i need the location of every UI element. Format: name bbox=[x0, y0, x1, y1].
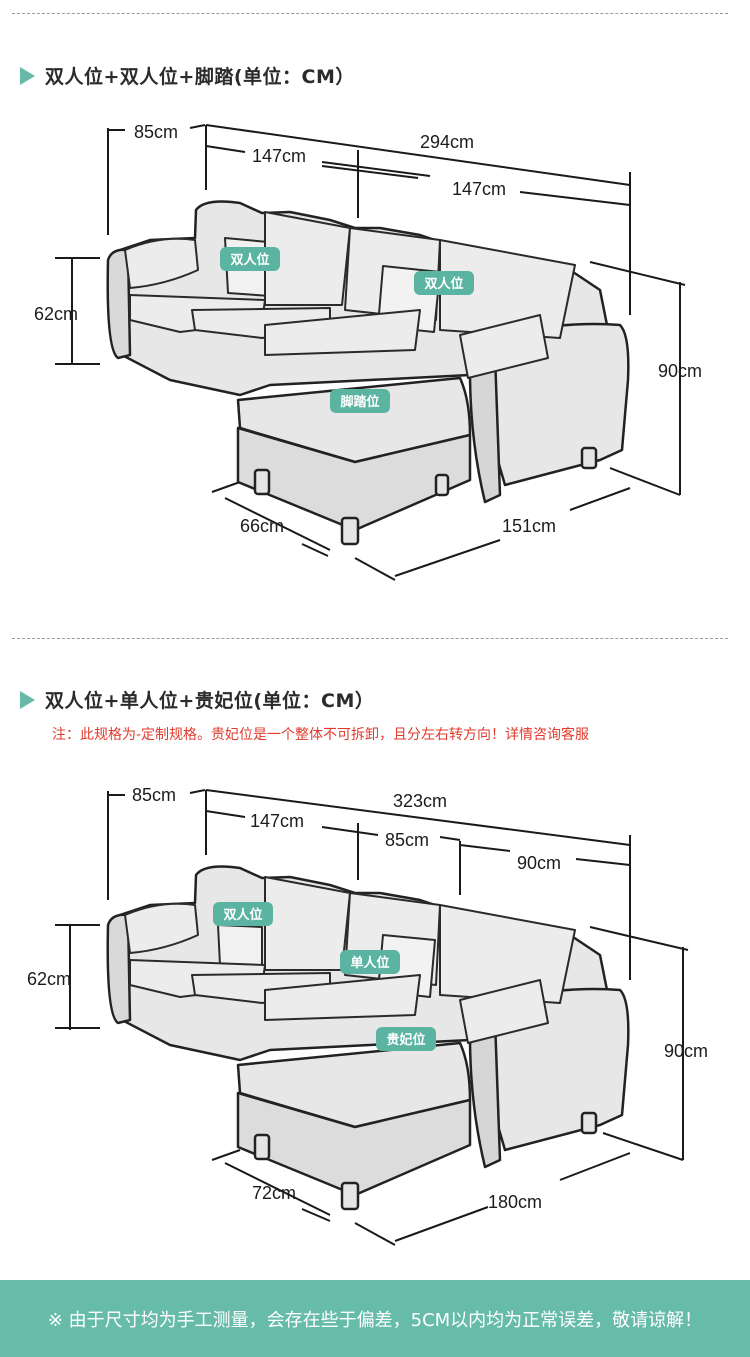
triangle-bullet-icon bbox=[20, 66, 35, 85]
tag-chaise: 贵妃位 bbox=[376, 1027, 436, 1051]
mid-divider bbox=[12, 638, 728, 639]
section2-heading: 双人位+单人位+贵妃位(单位：CM） bbox=[20, 686, 374, 713]
dim-seat-height: 62cm bbox=[34, 304, 78, 324]
tag-left-loveseat: 双人位 bbox=[220, 247, 280, 271]
tag-loveseat: 双人位 bbox=[213, 902, 273, 926]
section1-heading: 双人位+双人位+脚踏(单位：CM） bbox=[20, 62, 355, 89]
tag-footstool: 脚踏位 bbox=[330, 389, 390, 413]
dim-left-width: 147cm bbox=[252, 146, 306, 166]
dim-right-width: 147cm bbox=[452, 179, 506, 199]
section1-title: 双人位+双人位+脚踏(单位：CM） bbox=[45, 66, 355, 88]
dim-middle-width: 85cm bbox=[385, 830, 429, 850]
section2-title: 双人位+单人位+贵妃位(单位：CM） bbox=[45, 690, 375, 712]
dim-depth-back: 85cm bbox=[134, 122, 178, 142]
dim-depth-back: 85cm bbox=[132, 785, 176, 805]
dim-side-length: 180cm bbox=[488, 1192, 542, 1212]
sofa-diagram-2: 双人位 单人位 贵妃位 85cm 323cm 147cm 85cm 90cm 6… bbox=[27, 785, 708, 1246]
dim-stool-width: 66cm bbox=[240, 516, 284, 536]
dim-left-width: 147cm bbox=[250, 811, 304, 831]
sofa-diagram-1: 双人位 双人位 脚踏位 85cm 294cm 147cm 147cm 62cm … bbox=[34, 122, 702, 581]
svg-text:单人位: 单人位 bbox=[350, 955, 389, 971]
dim-total-width: 294cm bbox=[420, 132, 474, 152]
svg-text:双人位: 双人位 bbox=[424, 276, 463, 292]
svg-text:双人位: 双人位 bbox=[223, 907, 262, 923]
footer-text: ※ 由于尺寸均为手工测量，会存在些于偏差，5CM以内均为正常误差，敬请谅解！ bbox=[47, 1309, 703, 1331]
dim-side-length: 151cm bbox=[502, 516, 556, 536]
svg-text:脚踏位: 脚踏位 bbox=[340, 394, 379, 410]
dim-total-height: 90cm bbox=[664, 1041, 708, 1061]
dim-total-height: 90cm bbox=[658, 361, 702, 381]
triangle-bullet-icon bbox=[20, 690, 35, 709]
dim-right-width: 90cm bbox=[517, 853, 561, 873]
tag-single-seat: 单人位 bbox=[340, 950, 400, 974]
svg-text:双人位: 双人位 bbox=[230, 252, 269, 268]
dim-chaise-width: 72cm bbox=[252, 1183, 296, 1203]
svg-text:贵妃位: 贵妃位 bbox=[386, 1032, 425, 1048]
top-divider bbox=[12, 13, 728, 14]
dim-total-width: 323cm bbox=[393, 791, 447, 811]
dim-seat-height: 62cm bbox=[27, 969, 71, 989]
tag-right-loveseat: 双人位 bbox=[414, 271, 474, 295]
customization-note: 注：此规格为-定制规格。贵妃位是一个整体不可拆卸，且分左右转方向！详情咨询客服 bbox=[52, 727, 590, 743]
footer-notice: ※ 由于尺寸均为手工测量，会存在些于偏差，5CM以内均为正常误差，敬请谅解！ bbox=[0, 1280, 750, 1357]
